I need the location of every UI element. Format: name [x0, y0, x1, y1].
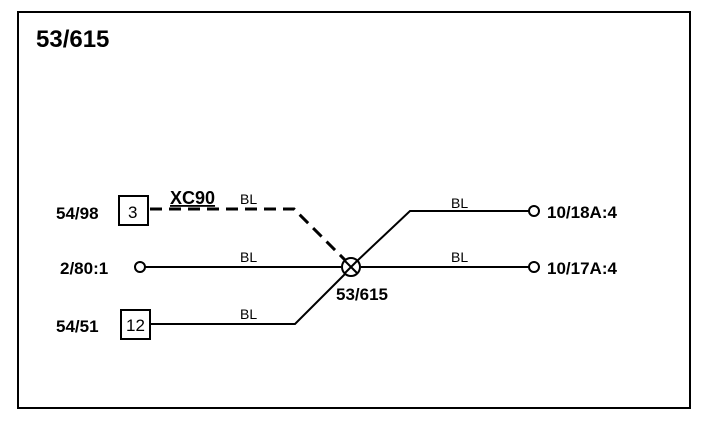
wire-color-54-98: BL	[240, 191, 257, 207]
wire-54-51: 54/51 12 BL	[56, 272, 347, 340]
wire-color-10-18a: BL	[451, 195, 468, 211]
connector-label-10-18a: 10/18A:4	[547, 203, 617, 222]
dashed-wire-54-98	[150, 207, 348, 263]
terminal-10-18a	[528, 205, 540, 217]
wire-line-10-18a	[356, 210, 529, 262]
variant-label-xc90: XC90	[170, 188, 215, 208]
wire-10-17a: BL 10/17A:4	[361, 249, 617, 278]
wire-color-10-17a: BL	[451, 249, 468, 265]
wire-54-98: 54/98 3 XC90 BL	[56, 188, 348, 263]
diagram-frame	[17, 11, 691, 409]
connector-label-54-51: 54/51	[56, 317, 99, 336]
wire-color-2-80: BL	[240, 249, 257, 265]
pin-box-3	[118, 195, 149, 226]
wire-color-54-51: BL	[240, 306, 257, 322]
wire-line-54-51	[150, 272, 347, 325]
diagram-title: 53/615	[36, 26, 109, 53]
wire-10-18a: BL 10/18A:4	[356, 195, 617, 262]
terminal-2-80	[134, 261, 146, 273]
splice-label: 53/615	[336, 285, 388, 304]
connector-label-10-17a: 10/17A:4	[547, 259, 617, 278]
connector-label-54-98: 54/98	[56, 204, 99, 223]
wire-2-80: 2/80:1 BL	[60, 249, 341, 278]
connector-label-2-80: 2/80:1	[60, 259, 108, 278]
terminal-10-17a	[528, 261, 540, 273]
splice-icon	[341, 257, 361, 277]
pin-number-3: 3	[128, 203, 137, 222]
pin-number-12: 12	[126, 316, 145, 335]
